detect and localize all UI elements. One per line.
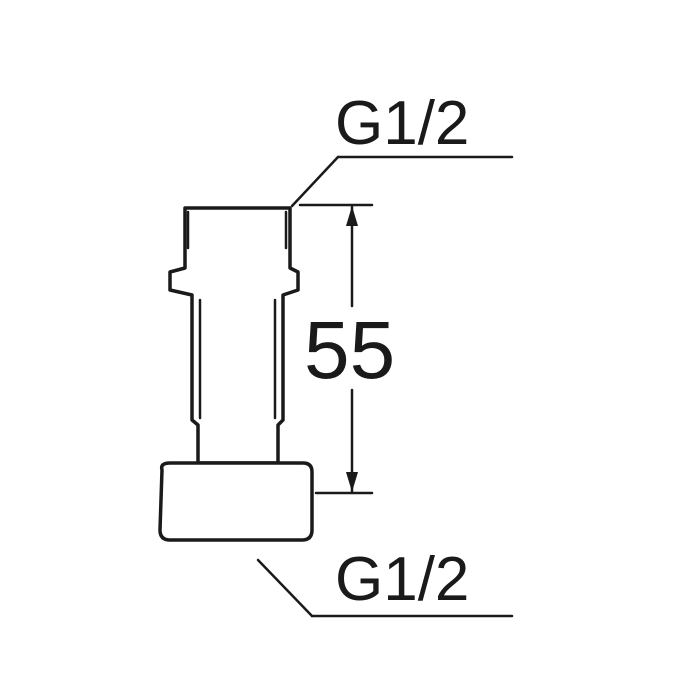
length-dimension-label: 55 [304, 305, 395, 396]
fitting-nut [158, 461, 314, 542]
length-dimension [298, 203, 374, 495]
bottom-connection-label: G1/2 [335, 545, 469, 614]
top-leader-diagonal [290, 155, 340, 208]
fitting-body [158, 206, 314, 542]
top-connection-label: G1/2 [335, 89, 469, 158]
dimension-arrow-bottom [346, 472, 358, 492]
bottom-leader [256, 558, 514, 618]
top-leader [290, 155, 514, 208]
dimension-arrow-top [346, 206, 358, 226]
bottom-leader-diagonal [256, 558, 314, 618]
